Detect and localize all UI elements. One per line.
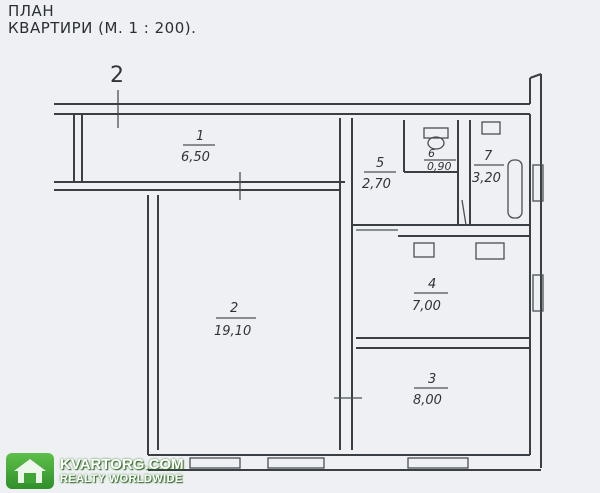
room-2-label: 2 19,10: [214, 301, 256, 339]
svg-text:6,50: 6,50: [181, 150, 210, 165]
outer-wall-right: [529, 73, 544, 468]
svg-text:7,00: 7,00: [412, 299, 441, 314]
svg-text:5: 5: [376, 156, 384, 171]
svg-text:6: 6: [428, 147, 435, 160]
svg-text:2: 2: [230, 301, 238, 316]
watermark-logo: KVARTORG.COM REALTY WORLDWIDE: [6, 452, 184, 490]
room-1-label: 1 6,50: [181, 129, 215, 165]
bathroom-block: [352, 120, 530, 260]
watermark-site-name: KVARTORG.COM: [60, 456, 184, 473]
svg-text:2,70: 2,70: [362, 177, 391, 192]
room-5-label: 5 2,70: [362, 156, 396, 192]
central-partition: [334, 118, 362, 450]
svg-text:4: 4: [428, 277, 436, 292]
svg-text:3,20: 3,20: [472, 171, 501, 186]
room2-walls: [147, 195, 159, 455]
svg-text:19,10: 19,10: [214, 324, 251, 339]
svg-text:1: 1: [196, 129, 204, 144]
watermark-tagline: REALTY WORLDWIDE: [60, 473, 183, 485]
plan-title-line1: ПЛАН: [8, 2, 55, 20]
plan-title: ПЛАН КВАРТИРИ (М. 1 : 200).: [8, 3, 196, 37]
svg-text:8,00: 8,00: [413, 393, 442, 408]
outer-wall-bottom: [148, 454, 541, 471]
room-7-label: 7 3,20: [472, 149, 504, 186]
svg-text:7: 7: [484, 149, 493, 164]
room-6-label: 6 0,90: [424, 147, 456, 173]
rooms-3-4-divider: [356, 337, 530, 349]
house-icon: [6, 453, 54, 489]
balcony-walls: [54, 103, 530, 200]
svg-text:0,90: 0,90: [427, 160, 452, 173]
svg-text:3: 3: [428, 372, 436, 387]
room-3-label: 3 8,00: [413, 372, 448, 408]
room-4-label: 4 7,00: [412, 277, 448, 314]
axis-marker: 2: [110, 63, 124, 88]
plan-title-line2: КВАРТИРИ (М. 1 : 200).: [8, 19, 197, 37]
